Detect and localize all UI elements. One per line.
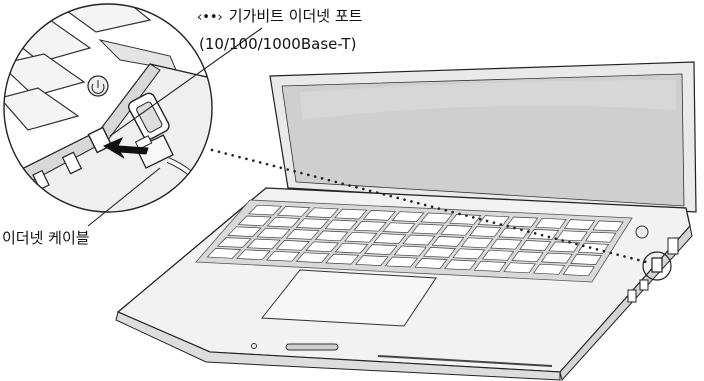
keyboard-key <box>216 237 252 248</box>
keyboard <box>206 204 624 277</box>
keyboard-key <box>382 222 416 233</box>
keyboard-key <box>473 260 507 272</box>
keyboard-key <box>237 215 272 227</box>
keyboard-key <box>563 219 596 230</box>
keyboard-key <box>431 236 465 247</box>
keyboard-key <box>305 207 339 218</box>
laptop-display <box>269 61 697 213</box>
keyboard-key <box>344 231 378 243</box>
keyboard-key <box>533 263 566 275</box>
trackpad <box>261 269 437 327</box>
keyboard-key <box>206 248 242 259</box>
keyboard-key <box>354 255 389 266</box>
keyboard-key <box>460 237 494 249</box>
keyboard-key <box>373 233 407 244</box>
keyboard-key <box>353 221 387 232</box>
ethernet-port-spec: (10/100/1000Base-T) <box>199 35 357 53</box>
keyboard-key <box>477 215 510 226</box>
keyboard-key <box>490 238 523 250</box>
ethernet-port-title: 기가비트 이더넷 포트 <box>228 7 363 25</box>
keyboard-key <box>324 219 358 231</box>
keyboard-key <box>305 241 340 253</box>
cable-callout-leader <box>87 167 161 227</box>
port-callout-leader <box>109 27 263 137</box>
ethernet-icon: ‹••› <box>197 10 223 25</box>
keyboard-key <box>314 230 349 242</box>
keyboard-key <box>511 251 544 263</box>
keyboard-key <box>420 212 453 224</box>
keyboard-key <box>503 262 536 274</box>
keyboard-key <box>295 252 330 263</box>
keyboard-key <box>423 247 456 258</box>
port-highlight-circle <box>642 251 672 281</box>
keyboard-key <box>402 234 436 246</box>
ethernet-cable-label: 이더넷 케이블 <box>2 229 90 247</box>
keyboard-key <box>469 226 502 238</box>
keyboard-key <box>246 238 281 250</box>
keyboard-key <box>248 204 282 216</box>
keyboard-key <box>570 254 603 265</box>
keyboard-key <box>592 220 624 232</box>
keyboard-key <box>535 217 567 229</box>
keyboard-key <box>362 210 396 221</box>
keyboard-key <box>562 265 595 277</box>
keyboard-key <box>334 208 368 220</box>
keyboard-key <box>276 206 311 217</box>
keyboard-key <box>285 229 320 240</box>
keyboard-key <box>556 230 588 242</box>
keyboard-key <box>506 216 539 228</box>
keyboard-key <box>334 242 369 254</box>
keyboard-key <box>481 249 515 261</box>
keyboard-key <box>266 216 301 228</box>
keyboard-key <box>275 240 310 251</box>
keyboard-key <box>391 211 425 222</box>
keyboard-key <box>411 223 445 235</box>
keyboard-key <box>236 249 271 261</box>
keyboard-key <box>384 256 419 268</box>
keyboard-key <box>414 258 448 269</box>
keyboard-key <box>265 250 301 262</box>
keyboard-key <box>584 231 617 243</box>
power-button <box>635 225 649 239</box>
keyboard-key <box>452 248 486 260</box>
keyboard-key <box>295 218 330 229</box>
keyboard-key <box>440 225 473 236</box>
keyboard-key <box>577 242 610 254</box>
keyboard-key <box>444 259 477 271</box>
keyboard-key <box>325 253 360 265</box>
keyboard-key <box>393 245 427 257</box>
keyboard-key <box>256 227 291 239</box>
ethernet-port-label: ‹••› 기가비트 이더넷 포트 <box>197 6 362 28</box>
keyboard-key <box>548 241 581 253</box>
front-latch <box>285 343 339 351</box>
optical-drive-slot <box>377 355 553 367</box>
side-ports <box>627 237 679 303</box>
keyboard-key <box>540 252 573 264</box>
sleep-light <box>251 343 257 349</box>
zoom-inset <box>3 3 213 213</box>
keyboard-key <box>227 226 262 237</box>
keyboard-key <box>364 244 398 255</box>
keyboard-key <box>519 240 552 251</box>
